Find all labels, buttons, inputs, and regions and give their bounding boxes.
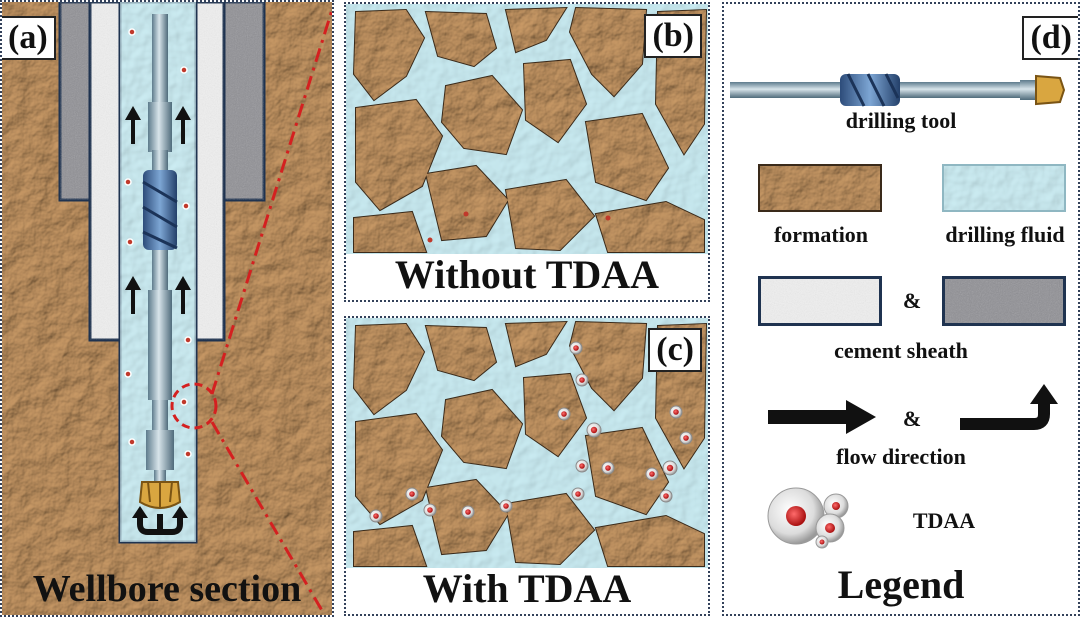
drilling-tool-icon [730,73,1066,107]
panel-d-label: (d) [1022,16,1078,60]
panel-a-label: (a) [2,16,56,60]
zoom-leader-line [210,9,332,615]
u-turn-arrow-icon [960,384,1058,430]
panel-c-caption: With TDAA [422,566,632,611]
panel-without-tdaa: (b) Without TDAA [344,2,710,302]
panel-with-tdaa: (c) With TDAA [344,316,710,616]
panel-c-label: (c) [648,328,702,372]
cement-dark-swatch [942,276,1066,326]
drill-string [142,14,178,482]
drilling-fluid-swatch [942,164,1066,212]
legend-ampersand-flow: & [902,406,922,431]
legend-formation-label: formation [773,222,869,247]
legend-tdaa-label: TDAA [912,508,976,533]
formation-fracture-with-tdaa [346,318,708,568]
formation-swatch [758,164,882,212]
panel-legend: (d) drilling tool formation drilling flu… [722,2,1080,616]
flow-arrow-icon [768,400,876,434]
wellbore-illustration [2,2,332,615]
drill-bit-icon [138,481,182,509]
panel-a-caption: Wellbore section [32,568,302,610]
legend-cement-sheath-label: cement sheath [834,338,968,363]
legend-drilling-tool-label: drilling tool [845,108,957,133]
zoom-highlight-circle [170,382,218,430]
tdaa-particles-sealing [369,341,693,523]
up-arrow-icon [125,106,191,314]
legend-title: Legend [837,562,965,607]
tdaa-particle-icon [767,487,849,549]
panel-b-label: (b) [644,14,702,58]
formation-fracture-without-tdaa [346,4,708,254]
cement-light-swatch [758,276,882,326]
legend-ampersand-cement: & [902,288,922,313]
legend-drilling-fluid-label: drilling fluid [945,222,1065,247]
legend-flow-direction-label: flow direction [836,444,966,469]
panel-b-caption: Without TDAA [394,252,660,297]
panel-wellbore-section: (a) Wellbore section [0,0,334,617]
tdaa-particles-wellbore [124,28,192,458]
